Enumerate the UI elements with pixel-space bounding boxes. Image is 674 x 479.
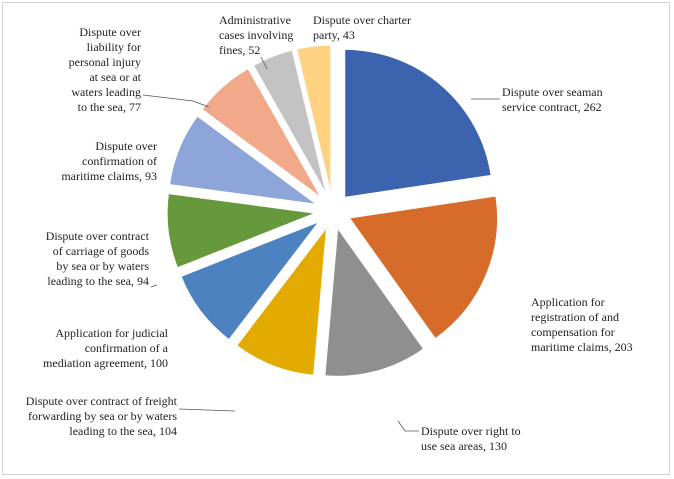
- data-label-line: party, 43: [313, 28, 355, 42]
- pie-slice-5: [180, 220, 321, 341]
- data-label-line: maritime claims, 93: [61, 169, 157, 183]
- pie-slice-8: [201, 68, 322, 198]
- pie-slice-9: [252, 49, 327, 195]
- data-label-line: confirmation of: [82, 154, 157, 168]
- data-label-line: maritime claims, 203: [531, 340, 633, 354]
- pie-slice-10: [296, 44, 332, 194]
- data-label-line: to the sea, 77: [78, 100, 141, 114]
- pie-slices: [166, 44, 499, 377]
- data-label-line: compensation for: [531, 325, 615, 339]
- leader-line-6: [150, 284, 158, 288]
- data-label-line: Dispute over: [79, 25, 141, 39]
- data-label-line: Dispute over seaman: [502, 85, 603, 99]
- leader-line-9: [260, 56, 268, 70]
- data-label-line: service contract, 262: [502, 100, 602, 114]
- data-label-line: Administrative: [219, 13, 291, 27]
- data-label-line: Dispute over contract: [46, 229, 150, 243]
- data-label-line: Application for: [531, 295, 605, 309]
- data-label-line: fines, 52: [219, 43, 260, 57]
- data-label-line: leading to the sea, 104: [69, 424, 177, 438]
- pie-slice-3: [324, 226, 425, 377]
- leader-line-4: [178, 408, 236, 412]
- data-label-line: Dispute over charter: [313, 13, 411, 27]
- data-label-line: use sea areas, 130: [421, 439, 507, 453]
- data-label-line: mediation agreement, 100: [43, 356, 168, 370]
- data-label-line: at sea or at: [89, 70, 141, 84]
- data-label-line: waters leading: [71, 85, 141, 99]
- data-label-line: Dispute over contract of freight: [26, 394, 178, 408]
- pie-slice-4: [236, 226, 328, 376]
- pie-slice-6: [166, 193, 318, 269]
- leader-line-8: [142, 94, 210, 108]
- data-label-line: Dispute over: [95, 139, 157, 153]
- data-label-line: Application for judicial: [55, 326, 168, 340]
- data-label-line: by sea or by waters: [56, 259, 149, 273]
- pie-slice-7: [169, 115, 317, 205]
- data-label-line: personal injury: [69, 55, 141, 69]
- data-label-line: of carriage of goods: [53, 244, 150, 258]
- data-label-line: forwarding by sea or by waters: [28, 409, 177, 423]
- data-label-line: confirmation of a: [85, 341, 169, 355]
- leader-line-3: [397, 420, 419, 432]
- data-label-line: registration of and: [531, 310, 619, 324]
- data-label-line: leading to the sea, 94: [47, 274, 149, 288]
- pie-slice-1: [344, 48, 492, 198]
- pie-slice-2: [348, 195, 499, 340]
- data-label-line: cases involving: [219, 28, 293, 42]
- data-label-line: Dispute over right to: [421, 424, 521, 438]
- leader-lines: [142, 56, 500, 432]
- data-label-line: liability for: [87, 40, 141, 54]
